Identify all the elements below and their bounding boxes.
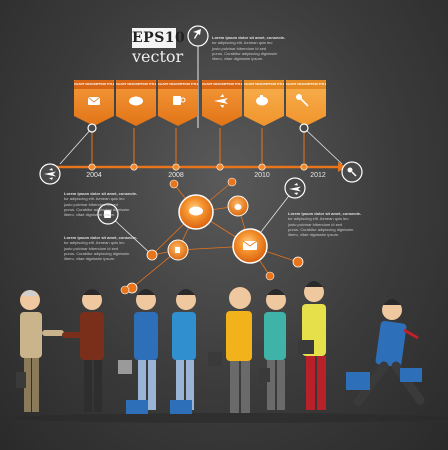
network-node-small: [227, 177, 237, 187]
key-icon: [296, 94, 302, 100]
coffee-cup-icon: [104, 210, 111, 218]
network-node-small: [120, 285, 130, 295]
card-title: CHART DESCRIPTION TITLE: [244, 80, 284, 89]
person-running: [346, 299, 425, 407]
timeline-card-4: CHART DESCRIPTION TITLE: [202, 80, 242, 126]
network-node-small: [169, 179, 179, 189]
year-label-2010: 2010: [254, 172, 270, 179]
network-node-small: [146, 249, 158, 261]
year-label-2004: 2004: [86, 172, 102, 179]
megaphone-icon: [193, 29, 201, 39]
timeline-dots: [88, 163, 308, 171]
airplane-icon: [289, 183, 301, 195]
timeline-card-1: CHART DESCRIPTION TITLE: [74, 80, 114, 126]
person-on-phone: [258, 289, 286, 410]
timeline-card-2: CHART DESCRIPTION TITLE: [116, 80, 156, 126]
coffee-cup-icon: [173, 96, 181, 105]
card-node-circles: [87, 123, 309, 133]
text-block-left-2: Lorem ipsum dolor sit amet, consecte-tur…: [64, 235, 138, 262]
timeline-arrow: [338, 162, 346, 172]
badge-pin-circle: [187, 25, 209, 47]
person-elder: [16, 290, 64, 412]
piggy-bank-icon: [256, 96, 268, 106]
vector-label: vector: [132, 47, 184, 66]
timeline-card-5: CHART DESCRIPTION TITLE: [244, 80, 284, 126]
year-label-2012: 2012: [310, 172, 326, 179]
card-title: CHART DESCRIPTION TITLE: [286, 80, 326, 89]
coffee-cup-icon: [175, 247, 180, 253]
year-label-2008: 2008: [168, 172, 184, 179]
timeline-card-3: CHART DESCRIPTION TITLE: [158, 80, 198, 126]
text-block-left-1: Lorem ipsum dolor sit amet, consecte-tur…: [64, 191, 138, 218]
network-node-small: [292, 256, 304, 268]
card-title: CHART DESCRIPTION TITLE: [74, 80, 114, 89]
network-node-small: [265, 271, 275, 281]
person-brown-jacket: [62, 289, 104, 412]
eps-badge: EPS10: [132, 28, 186, 48]
airplane-icon: [44, 168, 56, 180]
person-blue-shirt: [118, 289, 158, 414]
people-queue: [10, 281, 448, 423]
card-title: CHART DESCRIPTION TITLE: [202, 80, 242, 89]
key-icon: [347, 167, 353, 173]
text-block-top: Lorem ipsum dolor sit amet, consecte-tur…: [212, 35, 286, 62]
chat-bubble-icon: [129, 96, 143, 106]
network-lines: [131, 181, 299, 289]
person-teal-jacket: [170, 289, 196, 414]
timeline-card-6: CHART DESCRIPTION TITLE: [286, 80, 326, 126]
card-icons: [87, 94, 309, 108]
person-red-pants: [298, 281, 326, 410]
airplane-icon: [214, 94, 228, 108]
piggy-bank-icon: [234, 204, 242, 210]
chat-bubble-icon: [189, 206, 203, 216]
person-yellow-jacket: [208, 287, 252, 413]
network-nodes: [120, 177, 304, 295]
text-block-right: Lorem ipsum dolor sit amet, consecte-tur…: [288, 211, 362, 238]
card-title: CHART DESCRIPTION TITLE: [158, 80, 198, 89]
card-connectors: [91, 128, 305, 164]
card-title: CHART DESCRIPTION TITLE: [116, 80, 156, 89]
